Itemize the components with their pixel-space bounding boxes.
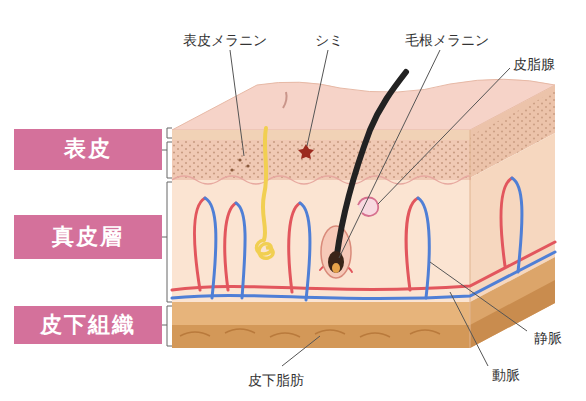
illustration-part — [450, 292, 488, 366]
part-label: 皮下脂肪 — [248, 373, 304, 388]
illustration-part — [430, 262, 527, 331]
illustration-part — [512, 178, 522, 272]
illustration-part — [167, 142, 172, 178]
illustration-part — [246, 164, 249, 167]
layer-label-box: 表皮 — [14, 129, 162, 170]
part-label-holder: 表皮メラニン — [183, 30, 267, 49]
illustration-part — [378, 68, 510, 204]
leader-lines — [230, 50, 527, 366]
hair-papilla — [332, 263, 340, 273]
layer-brackets — [162, 128, 172, 346]
layer-label-box: 皮下組織 — [14, 306, 162, 344]
illustration-part — [289, 203, 300, 292]
layer-label-box: 真皮層 — [14, 215, 162, 259]
part-label: 動脈 — [492, 368, 520, 383]
vein — [172, 252, 555, 299]
fat-lobules — [180, 329, 440, 337]
dermal-papillae — [172, 176, 470, 184]
part-label-holder: シミ — [315, 30, 343, 49]
illustration-part — [167, 306, 172, 346]
sweat-coil — [257, 240, 274, 258]
hair-bulb — [328, 251, 344, 273]
hair-follicle — [321, 226, 351, 278]
sweat-duct — [263, 128, 266, 240]
dermis — [172, 180, 470, 302]
skin-wrinkle — [283, 92, 287, 108]
part-label: 皮脂腺 — [513, 57, 555, 72]
part-label-holder: 動脈 — [492, 365, 520, 384]
illustration-part — [238, 158, 241, 161]
illustration-part — [307, 50, 328, 146]
illustration-part — [501, 178, 512, 266]
epidermis-top — [172, 130, 470, 140]
layer-name: 皮下組織 — [40, 313, 136, 337]
epidermal-melanin — [230, 158, 249, 171]
illustration-part — [167, 182, 172, 302]
illustration-part — [205, 198, 216, 298]
spot — [298, 144, 314, 159]
epidermis-dots — [172, 140, 470, 178]
layer-name: 真皮層 — [52, 225, 124, 249]
blood-vessels — [172, 178, 555, 300]
illustration-part — [230, 50, 244, 156]
illustration-part — [167, 128, 172, 138]
illustration-part — [339, 50, 440, 258]
part-label-holder: 毛根メラニン — [405, 30, 489, 49]
part-label-holder: 皮脂腺 — [513, 54, 555, 73]
block-edge — [470, 130, 471, 348]
hair — [336, 72, 406, 262]
illustration-part — [418, 198, 429, 298]
illustration-part — [236, 203, 245, 298]
illustration-part — [195, 198, 205, 290]
epidermis — [172, 140, 470, 180]
part-label: 毛根メラニン — [405, 33, 489, 48]
illustration-part — [162, 150, 167, 325]
part-label-holder: 皮下脂肪 — [248, 370, 304, 389]
part-label: 表皮メラニン — [183, 33, 267, 48]
part-label: シミ — [315, 33, 343, 48]
part-label: 静脈 — [534, 331, 562, 346]
illustration-part — [406, 198, 418, 290]
illustration-part — [300, 203, 310, 300]
illustration-part — [225, 203, 236, 290]
illustration-part — [230, 168, 233, 171]
illustration-part — [282, 336, 320, 366]
layer-name: 表皮 — [64, 137, 112, 161]
fat — [172, 325, 470, 348]
subcutis — [172, 302, 470, 348]
part-label-holder: 静脈 — [534, 328, 562, 347]
